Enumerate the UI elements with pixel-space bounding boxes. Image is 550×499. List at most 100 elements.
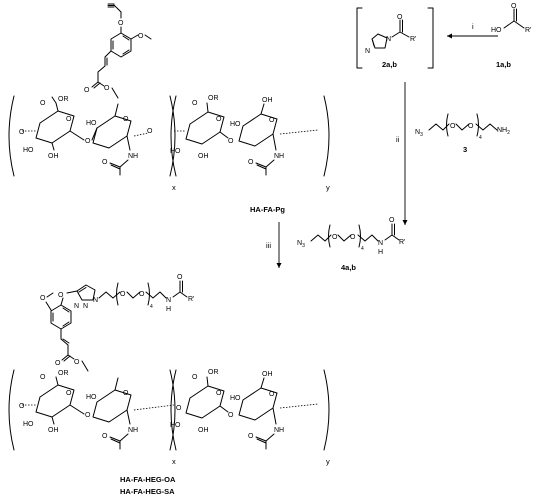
atom-o: O bbox=[248, 433, 254, 440]
atom-r: R' bbox=[188, 296, 194, 303]
arrow-step-i-head bbox=[447, 33, 452, 39]
compound-3-structure: N3 O O 4 NH2 bbox=[415, 113, 510, 141]
atom-o: O bbox=[118, 20, 124, 27]
atom-o-ring: O bbox=[269, 117, 275, 124]
atom-n: N bbox=[166, 297, 171, 304]
atom-o: O bbox=[102, 159, 108, 166]
atom-nh: NH bbox=[128, 427, 138, 434]
repeat-x: x bbox=[172, 183, 176, 192]
atom-o-ring: O bbox=[66, 390, 72, 397]
atom-nh2: NH2 bbox=[497, 127, 510, 136]
atom-o: O bbox=[450, 123, 456, 130]
step-ii-label: ii bbox=[396, 135, 400, 144]
atom-o-link: O bbox=[147, 128, 153, 135]
atom-o-ring: O bbox=[123, 390, 129, 397]
product-bracket-y-left bbox=[170, 369, 177, 451]
atom-oh: OH bbox=[48, 153, 59, 160]
product-structure: O O N N N O O 4 N H O R' bbox=[8, 274, 330, 466]
atom-o-ring: O bbox=[269, 391, 275, 398]
atom-ho: HO bbox=[23, 147, 34, 154]
atom-ho: HO bbox=[86, 120, 97, 127]
product-oa-label: HA-FA-HEG-OA bbox=[120, 475, 176, 484]
atom-ho: HO bbox=[230, 121, 241, 128]
atom-n: N bbox=[83, 303, 88, 310]
polymer-bracket-y-right bbox=[323, 95, 330, 177]
atom-o: O bbox=[248, 159, 254, 166]
polymer-bracket-y-left bbox=[170, 95, 177, 177]
atom-or: OR bbox=[58, 96, 69, 103]
atom-o: O bbox=[102, 433, 108, 440]
atom-ho: HO bbox=[170, 422, 181, 429]
atom-h: H bbox=[166, 306, 171, 313]
repeat-y: y bbox=[326, 183, 330, 192]
atom-n: N bbox=[378, 240, 383, 247]
atom-nh: NH bbox=[274, 153, 284, 160]
peg-repeat: 4 bbox=[150, 304, 153, 310]
atom-o-link: O bbox=[176, 405, 182, 412]
product-sa-label: HA-FA-HEG-SA bbox=[120, 487, 175, 496]
polymer-bracket-x-left bbox=[8, 95, 15, 177]
atom-o: O bbox=[468, 123, 474, 130]
atom-o: O bbox=[120, 291, 126, 298]
product-bracket-x-left bbox=[8, 369, 15, 451]
atom-o-link: O bbox=[85, 138, 91, 145]
step-i-label: i bbox=[472, 22, 474, 31]
peg-repeat: 4 bbox=[479, 135, 482, 141]
atom-o: O bbox=[139, 291, 145, 298]
atom-r: R' bbox=[525, 27, 531, 34]
atom-o-link: O bbox=[228, 412, 234, 419]
atom-o: O bbox=[138, 33, 144, 40]
ha-fa-pg-structure: O O O O O O OR O HO OH bbox=[8, 3, 330, 192]
atom-oh: OH bbox=[262, 97, 273, 104]
atom-h: H bbox=[378, 249, 383, 256]
step-iii-label: iii bbox=[266, 241, 271, 250]
atom-o: O bbox=[177, 274, 183, 281]
atom-or: OR bbox=[208, 95, 219, 102]
atom-o: O bbox=[74, 359, 80, 366]
bracket-right bbox=[427, 7, 434, 69]
atom-ho: HO bbox=[230, 395, 241, 402]
atom-oh: OH bbox=[198, 153, 209, 160]
atom-oh: OH bbox=[198, 427, 209, 434]
atom-o: O bbox=[19, 129, 25, 136]
atom-ho: HO bbox=[491, 27, 502, 34]
arrow-step-ii-head bbox=[402, 220, 408, 225]
compound-1-structure: O HO R' bbox=[491, 3, 531, 34]
atom-r: R' bbox=[399, 239, 405, 246]
compound-2-label: 2a,b bbox=[382, 60, 397, 69]
repeat-y: y bbox=[326, 457, 330, 466]
atom-o-ring: O bbox=[66, 116, 72, 123]
atom-o: O bbox=[55, 360, 61, 367]
polymer-bracket-x-right bbox=[169, 95, 176, 177]
atom-nh: NH bbox=[128, 153, 138, 160]
product-bracket-y-right bbox=[323, 369, 330, 451]
peg-repeat: 4 bbox=[361, 246, 364, 252]
polymer-start-label: HA-FA-Pg bbox=[250, 205, 285, 214]
atom-o: O bbox=[104, 85, 110, 92]
bracket-left bbox=[356, 7, 363, 69]
compound-1-label: 1a,b bbox=[496, 60, 511, 69]
compound-4-structure: N3 O O 4 N H O R' bbox=[297, 217, 405, 256]
atom-oh: OH bbox=[48, 427, 59, 434]
atom-ho: HO bbox=[23, 421, 34, 428]
atom-o: O bbox=[192, 374, 198, 381]
atom-o: O bbox=[58, 292, 64, 299]
atom-o: O bbox=[389, 217, 395, 224]
atom-o: O bbox=[40, 100, 46, 107]
atom-o: O bbox=[350, 234, 356, 241]
arrow-step-iii-head bbox=[276, 263, 282, 268]
atom-o: O bbox=[332, 234, 338, 241]
atom-n: N bbox=[93, 297, 98, 304]
atom-o: O bbox=[40, 295, 46, 302]
atom-o: O bbox=[192, 100, 198, 107]
atom-o: O bbox=[84, 87, 90, 94]
compound-4-label: 4a,b bbox=[341, 263, 356, 272]
repeat-x: x bbox=[172, 457, 176, 466]
atom-o-ring: O bbox=[216, 390, 222, 397]
atom-n-acyl: N bbox=[386, 36, 391, 43]
atom-ho: HO bbox=[170, 148, 181, 155]
atom-n3: N3 bbox=[415, 129, 423, 138]
compound-3-label: 3 bbox=[463, 145, 467, 154]
atom-o: O bbox=[19, 403, 25, 410]
